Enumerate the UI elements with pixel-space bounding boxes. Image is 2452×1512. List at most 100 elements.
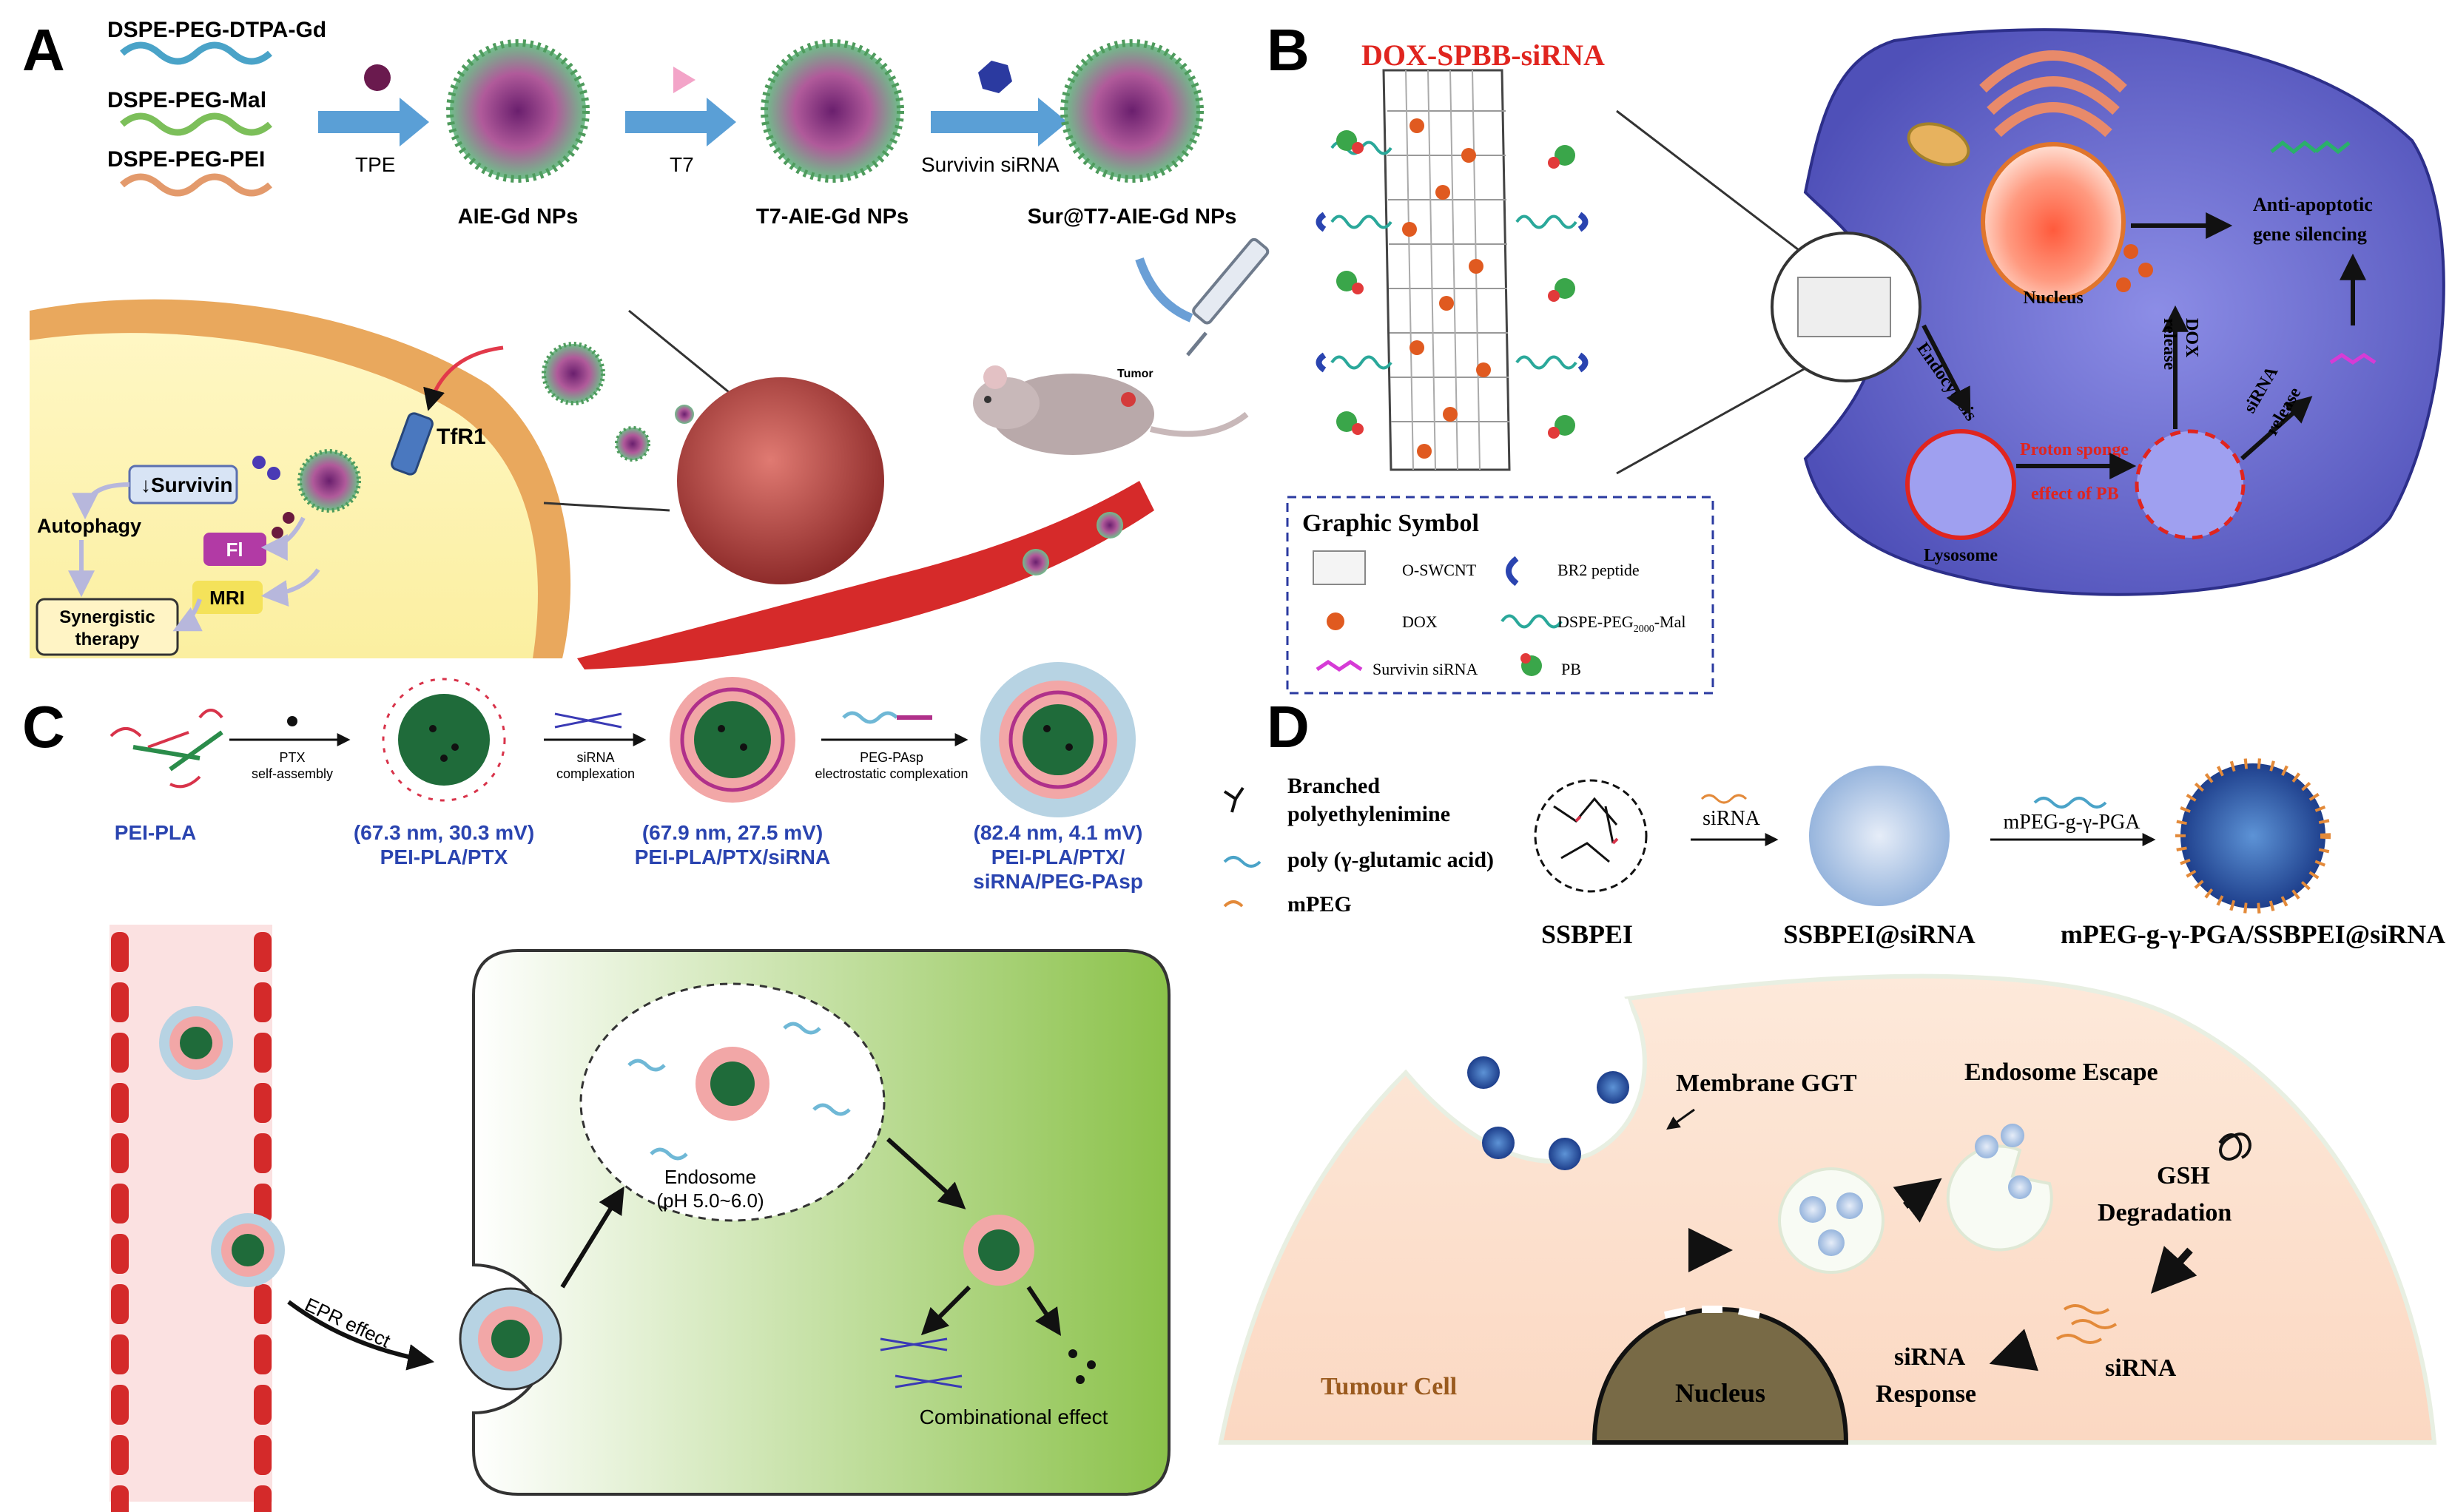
lipid-wave-2: [120, 112, 272, 136]
step-tpe: TPE: [355, 153, 395, 176]
red-blood-cell: [254, 1083, 272, 1123]
arrow-t7: [625, 98, 736, 146]
endosome-particle-core: [710, 1062, 755, 1106]
endosome-escape-label: Endosome Escape: [1964, 1059, 2158, 1086]
endosome-d-particle: [1799, 1196, 1826, 1223]
ptx-arrow-c: [1026, 1286, 1061, 1336]
membrane-particles: [1467, 1056, 1629, 1170]
floating-np: [615, 426, 650, 462]
c-label-3b: PEI-PLA/PTX/siRNA: [635, 846, 830, 868]
arrow-tpe: [318, 98, 429, 146]
lysosome-label: Lysosome: [1924, 546, 1998, 565]
red-blood-cell: [111, 982, 129, 1022]
mri-to-synergy-arrow: [172, 598, 203, 632]
vessel-np: [1023, 549, 1049, 576]
mri-box: [192, 581, 263, 614]
endocytosis-arrow: [1921, 324, 1971, 416]
panel-b: B DOX-SPBB-siRNA: [1267, 17, 2445, 695]
zoom-line: [628, 309, 730, 394]
c-step-2b: complexation: [556, 766, 635, 781]
d-legend-2: polyethylenimine: [1287, 802, 1450, 826]
fl-label: Fl: [226, 539, 243, 561]
ptx-drug: [1068, 1349, 1077, 1358]
red-blood-cell: [111, 1133, 129, 1173]
response-line-1: siRNA: [1894, 1343, 1966, 1371]
peg-icon: [842, 711, 898, 724]
final-particle: [980, 662, 1136, 817]
particle-label-1: AIE-Gd NPs: [458, 205, 579, 229]
floating-np: [675, 405, 694, 424]
panel-b-letter: B: [1267, 17, 1310, 83]
red-blood-cell: [254, 1133, 272, 1173]
red-blood-cell: [254, 1435, 272, 1475]
c-step-1a: PTX: [279, 750, 305, 765]
sur-t7-aie-gd-np: [1060, 39, 1204, 183]
legend-dox: DOX: [1402, 612, 1438, 631]
sirna-icon-d: [1700, 794, 1748, 804]
step-sirna: Survivin siRNA: [921, 153, 1060, 176]
endosome-line-2: (pH 5.0~6.0): [656, 1189, 764, 1212]
synergy-line-2: therapy: [75, 630, 140, 649]
membrane-ggt-label: Membrane GGT: [1676, 1070, 1857, 1097]
endocytic-particle-inner: [491, 1320, 530, 1358]
red-blood-cell: [111, 1385, 129, 1425]
golgi-er: [1979, 50, 2127, 138]
free-sirna-d: [2055, 1304, 2118, 1344]
legend-dspe-icon: [1500, 614, 1563, 629]
step-t7: T7: [670, 153, 694, 176]
red-blood-cell-column: [254, 932, 272, 1512]
fl-box: [203, 533, 266, 566]
sirna-dot: [252, 456, 266, 469]
legend-br2: BR2 peptide: [1557, 561, 1640, 579]
panel-a-letter: A: [22, 17, 65, 83]
sirna-duplexes: [880, 1337, 963, 1388]
sirna-release-arrow: [2240, 396, 2313, 461]
sirna-label-d: siRNA: [2105, 1354, 2177, 1382]
panel-d-letter: D: [1267, 694, 1310, 760]
panel-d: D Branched polyethylenimine poly (γ-glut…: [1218, 694, 2445, 1445]
endosome-d: [1778, 1167, 1885, 1274]
dox-line-1: DOX: [2182, 318, 2201, 358]
pga-icon-d: [2033, 797, 2107, 809]
mri-label: MRI: [209, 587, 245, 609]
ssbpei-network: [1534, 779, 1648, 893]
synergy-line-1: Synergistic: [59, 607, 155, 627]
floating-np: [542, 342, 605, 405]
c-label-4b: PEI-PLA/PTX/: [991, 846, 1125, 868]
escape-arrow-d: [1893, 1178, 1942, 1223]
red-blood-cell: [111, 1334, 129, 1374]
red-blood-cell: [111, 932, 129, 972]
ruptured-lysosome: [2135, 429, 2246, 540]
pei-legend-icon: [1223, 786, 1244, 813]
zoom-nanotube: [1797, 277, 1891, 337]
c-label-4c: siRNA/PEG-PAsp: [973, 870, 1143, 893]
legend-pb: PB: [1561, 660, 1581, 678]
t7-icon: [673, 67, 695, 93]
survivin-arrow: [72, 482, 130, 520]
released-peg: [627, 1022, 851, 1161]
panel-a: A DSPE-PEG-DTPA-Gd DSPE-PEG-Mal DSPE-PEG…: [22, 17, 1270, 669]
d-name-1: SSBPEI: [1541, 919, 1633, 949]
red-blood-cell: [111, 1033, 129, 1073]
legend-dox-icon: [1327, 612, 1344, 630]
red-blood-cell-column: [111, 932, 129, 1512]
gsh-tangle-icon: [2218, 1133, 2251, 1161]
d-legend-4: mPEG: [1287, 892, 1352, 917]
gsh-line-2: Degradation: [2098, 1199, 2232, 1226]
blood-vessel: [577, 481, 1154, 669]
survivin-label: ↓Survivin: [141, 473, 232, 496]
ptx-drug: [1076, 1375, 1085, 1384]
red-blood-cell: [111, 1435, 129, 1475]
dox-molecule: [2138, 263, 2153, 277]
sirna-dot: [267, 467, 280, 480]
legend-pb-icon-dot: [1520, 653, 1531, 664]
lipid-label-1: DSPE-PEG-DTPA-Gd: [107, 18, 326, 42]
c-step-1b: self-assembly: [252, 766, 333, 781]
aie-gd-np: [446, 39, 590, 183]
mouse-illustration: [973, 365, 1249, 455]
response-arrow: [1989, 1329, 2039, 1371]
escaped-particle-d: [2008, 1175, 2032, 1199]
d-legend-1: Branched: [1287, 774, 1380, 798]
nuclear-pores: [1663, 1306, 1761, 1319]
